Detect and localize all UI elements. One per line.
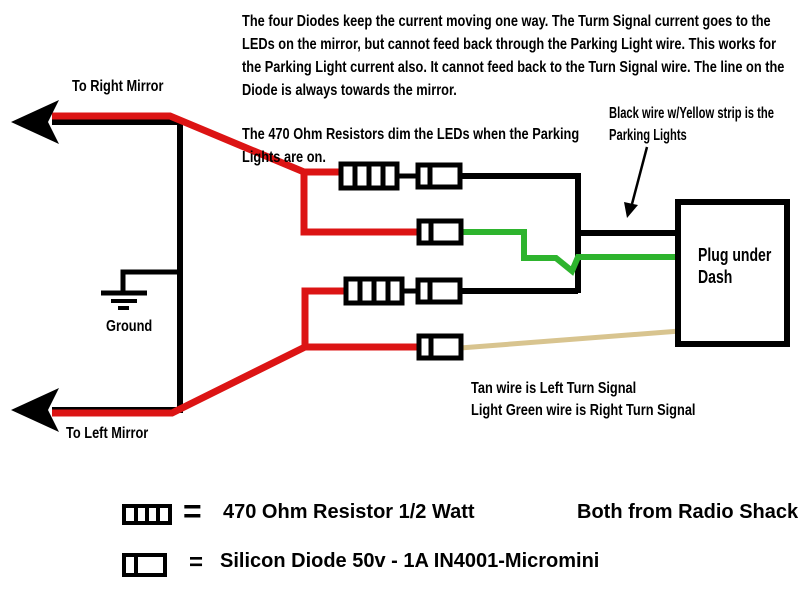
- left-turn-tan-wire: [459, 328, 681, 351]
- ground-symbol-icon: [101, 290, 147, 310]
- legend-resistor-symbol-icon: [122, 504, 172, 525]
- plug-label-line: Dash: [698, 267, 733, 287]
- legend-resistor-label: 470 Ohm Resistor 1/2 Watt: [223, 501, 475, 523]
- diode-explanation-note: The four Diodes keep the current moving …: [242, 10, 784, 102]
- note-line: the Parking Light current also. It canno…: [242, 59, 785, 76]
- parking-light-note: Black wire w/Yellow strip is the Parking…: [609, 103, 774, 147]
- note-line: Black wire w/Yellow strip is the: [609, 105, 774, 122]
- ground-label: Ground: [106, 318, 153, 335]
- turn-signal-wires-note: Tan wire is Left Turn Signal Light Green…: [471, 378, 695, 422]
- plug-label-line: Plug under: [698, 245, 772, 265]
- note-line: Tan wire is Left Turn Signal: [471, 380, 637, 397]
- plug-under-dash-box: [675, 199, 790, 347]
- resistor-explanation-note: The 470 Ohm Resistors dim the LEDs when …: [242, 123, 579, 169]
- parking-note-arrow-icon: [624, 146, 649, 218]
- left-mirror-arrow-icon: [11, 388, 59, 432]
- note-line: The four Diodes keep the current moving …: [242, 13, 771, 30]
- plug-under-dash-label: Plug under Dash: [698, 244, 771, 288]
- legend-source-label: Both from Radio Shack: [577, 501, 799, 523]
- to-left-mirror-label: To Left Mirror: [66, 425, 149, 442]
- right-turn-green-wire: [458, 229, 680, 276]
- diode-2: [416, 218, 464, 246]
- resistor-1: [338, 161, 400, 191]
- legend-diode-label: Silicon Diode 50v - 1A IN4001-Micromini: [220, 550, 600, 572]
- right-mirror-red-wire: [52, 112, 342, 176]
- diode-3: [415, 277, 463, 305]
- note-line: Lights are on.: [242, 149, 326, 166]
- to-right-mirror-label: To Right Mirror: [72, 78, 164, 95]
- right-mirror-arrow-icon: [11, 100, 59, 144]
- legend-diode-symbol-icon: [122, 553, 167, 577]
- note-line: Light Green wire is Right Turn Signal: [471, 402, 696, 419]
- mirror-harness-black-wire: [52, 119, 183, 413]
- right-mirror-red-branch-wire: [300, 170, 419, 236]
- legend-diode-equals-sign: =: [189, 549, 204, 576]
- resistor-2: [343, 276, 405, 306]
- note-line: Parking Lights: [609, 127, 687, 144]
- diode-1: [415, 162, 463, 190]
- note-line: LEDs on the mirror, but cannot feed back…: [242, 36, 777, 53]
- left-mirror-red-branch-wire: [301, 287, 347, 349]
- note-line: The 470 Ohm Resistors dim the LEDs when …: [242, 126, 580, 143]
- note-line: Diode is always towards the mirror.: [242, 82, 457, 99]
- diode-4: [416, 333, 464, 361]
- legend-resistor-equals-sign: =: [183, 493, 202, 529]
- ground-branch-wire: [120, 269, 180, 291]
- left-mirror-red-wire: [52, 343, 419, 417]
